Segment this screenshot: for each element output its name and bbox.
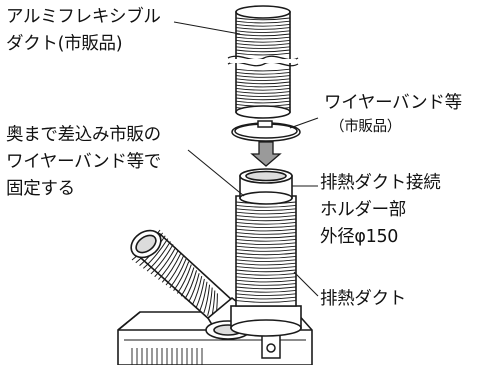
duct-rib (235, 252, 297, 256)
duct-rib (235, 97, 291, 101)
duct-rib (235, 286, 297, 290)
duct-rib (235, 100, 291, 104)
duct-rib (235, 81, 291, 85)
duct-rib (235, 245, 297, 249)
duct-rib (235, 20, 291, 24)
duct-rib (235, 36, 291, 40)
inlet-duct-rib (158, 249, 179, 280)
duct-rib (235, 17, 291, 21)
inlet-duct-rib (165, 255, 184, 286)
inlet-duct-rib (169, 258, 187, 289)
duct-rib (235, 33, 291, 37)
inlet-duct-rib (207, 287, 213, 316)
duct-rib (235, 283, 297, 286)
wire-band-label: ワイヤーバンド等 (324, 93, 462, 113)
duct-rib (235, 221, 297, 225)
duct-rib (235, 272, 297, 276)
duct-rib (235, 276, 297, 279)
duct-rib (235, 266, 297, 269)
inlet-duct-rib (176, 264, 192, 294)
duct-rib (235, 232, 297, 235)
duct-rib (235, 269, 297, 273)
instruction-line1: 奥まで差込み市販の (6, 125, 161, 145)
inlet-duct-rib (154, 247, 177, 278)
duct-rib (235, 46, 291, 49)
duct-rib (235, 262, 297, 266)
duct-rib (235, 68, 291, 72)
duct-rib (235, 49, 291, 53)
holder-label-line2: ホルダー部 (320, 200, 406, 220)
duct-rib (235, 208, 297, 211)
duct-rib (235, 94, 291, 97)
duct-rib (235, 39, 291, 43)
inlet-duct-rib (161, 252, 182, 283)
duct-rib (235, 27, 291, 30)
duct-rib (235, 259, 297, 262)
duct-rib (235, 242, 297, 245)
duct-rib (235, 87, 291, 91)
duct-rib (235, 225, 297, 228)
inlet-duct-rib (199, 281, 208, 311)
duct-rib (235, 211, 297, 215)
holder-label-line3: 外径φ150 (320, 227, 399, 247)
wire-band-ring (231, 120, 301, 142)
flex-duct-label-line2: ダクト(市販品) (6, 34, 123, 54)
leader-lines (173, 21, 319, 297)
inlet-duct-rib (180, 267, 195, 297)
aluminum-flexible-duct (227, 5, 299, 119)
inlet-duct-rib (203, 284, 211, 314)
duct-rib (235, 289, 297, 293)
duct-rib (235, 30, 291, 33)
inlet-duct-rib (143, 238, 169, 269)
duct-rib (235, 23, 291, 27)
inlet-duct-rib (173, 261, 190, 291)
duct-rib (235, 78, 291, 81)
duct-rib (235, 296, 297, 300)
duct-rib (235, 204, 297, 208)
duct-rib (235, 91, 291, 94)
duct-rib (235, 279, 297, 283)
duct-rib (235, 238, 297, 242)
duct-rib (235, 255, 297, 259)
inlet-duct-rib (146, 241, 171, 272)
holder-label-line1: 排熱ダクト接続 (320, 173, 441, 193)
duct-rib (235, 43, 291, 46)
duct-rib (235, 300, 297, 303)
inlet-duct-rib (192, 275, 203, 305)
duct-rib (235, 218, 297, 222)
duct-rib (235, 75, 291, 78)
duct-rib (235, 84, 291, 88)
flex-duct-label-line1: アルミフレキシブル (6, 7, 161, 27)
inlet-duct-rib (184, 270, 198, 300)
duct-rib (235, 235, 297, 239)
duct-rib (235, 215, 297, 218)
wire-band-note: （市販品） (330, 119, 401, 135)
inlet-duct-rib (195, 278, 205, 308)
duct-rib (235, 71, 291, 75)
exhaust-duct (230, 168, 302, 337)
inlet-duct-rib (150, 244, 174, 275)
instruction-line3: 固定する (6, 179, 75, 199)
instruction-line2: ワイヤーバンド等で (6, 152, 161, 172)
insert-direction-arrow (250, 141, 282, 167)
exhaust-duct-label: 排熱ダクト (320, 289, 406, 309)
duct-rib (235, 228, 297, 232)
duct-rib (235, 249, 297, 252)
inlet-duct-rib (188, 273, 200, 303)
duct-rib (235, 293, 297, 296)
duct-rib (235, 52, 291, 56)
